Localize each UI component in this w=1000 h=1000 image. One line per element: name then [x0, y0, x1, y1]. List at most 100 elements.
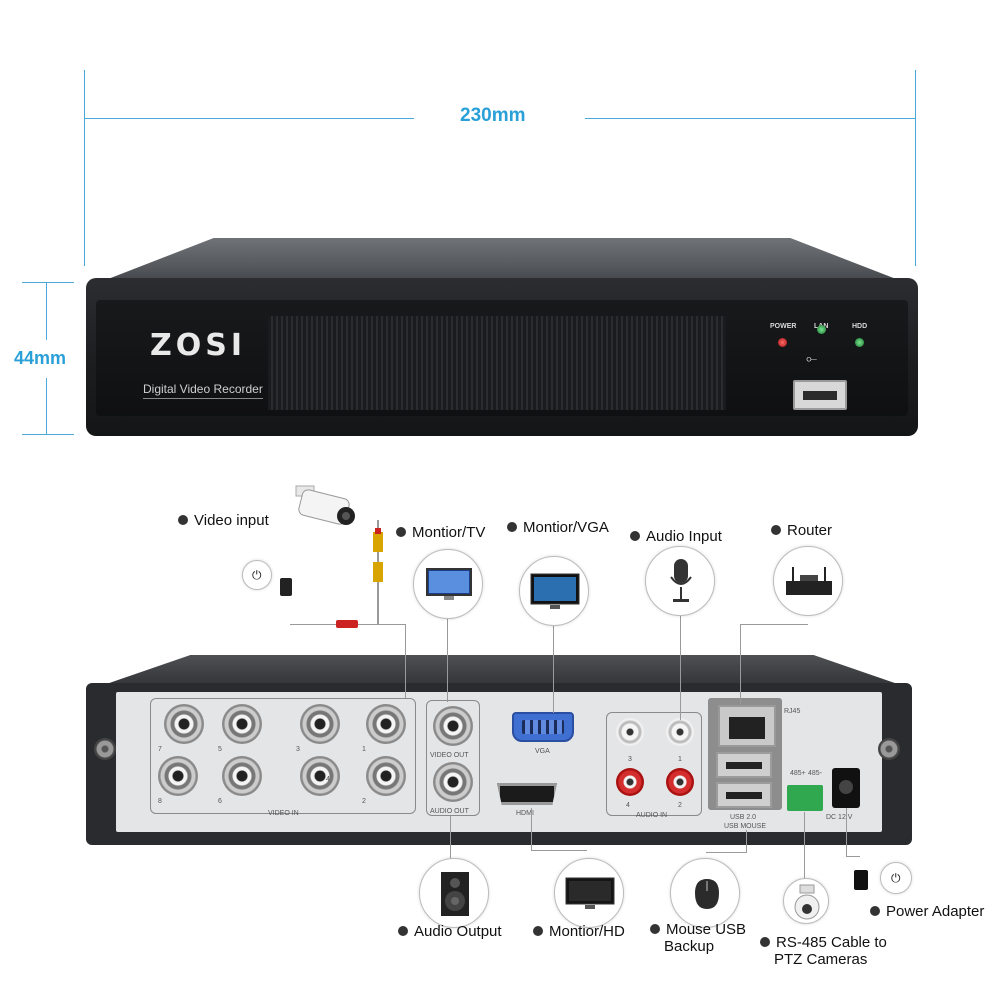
- screw-right-icon: [878, 738, 900, 760]
- audio-output-text: Audio Output: [414, 923, 502, 940]
- front-usb-port: [793, 380, 847, 410]
- audio-out-rca-port: [433, 762, 473, 802]
- monitor-tv-label: Montior/TV: [396, 524, 485, 541]
- bullet-dot: [178, 515, 188, 525]
- speaker-icon: [441, 872, 469, 916]
- dc-power-jack: [832, 768, 860, 808]
- bnc-port-1: [366, 704, 406, 744]
- audio-in-group: [606, 712, 702, 816]
- bullet-camera-icon: [290, 484, 360, 540]
- bnc-number-7: 7: [158, 746, 162, 753]
- router-bubble: [773, 546, 843, 616]
- dc-plug-icon: [854, 870, 868, 890]
- audio-in-port-2: [666, 768, 694, 796]
- monitor-vga-line: [553, 625, 554, 713]
- hdd-indicator-label: HDD: [852, 323, 868, 330]
- router-line-v: [740, 624, 741, 704]
- monitor-vga-label: Montior/VGA: [507, 519, 609, 536]
- bullet-dot: [771, 525, 781, 535]
- outlet-icon: ⏻: [252, 568, 262, 582]
- dvr-vent-grille: [268, 316, 726, 410]
- bnc-number-5: 5: [218, 746, 222, 753]
- bnc-number-8: 8: [158, 798, 162, 805]
- lan-led: [817, 325, 826, 334]
- width-dimension-left-tick: [84, 70, 85, 266]
- power-indicator-label: POWER: [770, 323, 797, 330]
- mouse-line-v: [746, 830, 747, 852]
- audio-in-port-4: [616, 768, 644, 796]
- zosi-logo: ZOSI: [150, 328, 247, 363]
- hdmi-label: HDMI: [516, 810, 534, 817]
- rca-cable-icon: [368, 528, 388, 588]
- bnc-number-6: 6: [218, 798, 222, 805]
- video-audio-out-group: [426, 700, 480, 816]
- rs485-terminal: [787, 785, 823, 811]
- audio-in-number-3: 3: [628, 756, 632, 763]
- router-text: Router: [787, 522, 833, 539]
- bullet-dot: [630, 531, 640, 541]
- hdmi-port: [497, 783, 557, 805]
- monitor-tv-text: Montior/TV: [412, 524, 486, 541]
- power-led: [778, 338, 787, 347]
- router-line-h: [740, 624, 808, 625]
- audio-output-label: Audio Output: [398, 923, 502, 940]
- audio-in-port-3: [616, 718, 644, 746]
- bnc-port-6: [222, 756, 262, 796]
- height-dimension-top-tick: [22, 282, 74, 283]
- power-outlet-bubble-1: ⏻: [242, 560, 272, 590]
- audio-input-text: Audio Input: [646, 528, 722, 545]
- bnc-number-4: 4: [326, 776, 330, 783]
- audio-in-label: AUDIO IN: [636, 812, 668, 819]
- dc-label: DC 12 V: [826, 814, 853, 821]
- power-line-v: [846, 808, 847, 856]
- power-adapter-label: Power Adapter: [870, 903, 984, 920]
- bullet-dot: [533, 926, 543, 936]
- rear-usb-port-2: [716, 782, 772, 808]
- bnc-port-2: [366, 756, 406, 796]
- height-dimension-line-bottom: [46, 378, 47, 434]
- wall-outlet-icon: ⏻: [891, 871, 901, 885]
- hd-monitor-icon: [565, 877, 615, 909]
- video-in-label: VIDEO IN: [268, 810, 299, 817]
- bullet-dot: [870, 906, 880, 916]
- bnc-port-5: [222, 704, 262, 744]
- hdd-led: [855, 338, 864, 347]
- rs485-minus-label: 485-: [808, 770, 823, 777]
- bnc-port-8: [158, 756, 198, 796]
- audio-output-bubble: [419, 858, 489, 928]
- monitor-tv-line: [447, 618, 448, 702]
- monitor-hd-label: Montior/HD: [533, 923, 625, 940]
- video-input-line-v: [405, 624, 406, 698]
- width-dimension-right-tick: [915, 70, 916, 266]
- power-adapter-text: Power Adapter: [886, 903, 985, 920]
- height-dimension-bottom-tick: [22, 434, 74, 435]
- hdmi-line-h: [531, 850, 587, 851]
- width-dimension-line-right: [585, 118, 915, 119]
- audio-in-number-4: 4: [626, 802, 630, 809]
- vga-port: [512, 712, 574, 742]
- tv-icon: [530, 573, 580, 609]
- ptz-camera-bubble: [783, 878, 829, 924]
- bnc-port-4: [300, 756, 340, 796]
- rs485-plus-label: 485+: [790, 770, 806, 777]
- width-dimension-line-left: [84, 118, 414, 119]
- rear-usb-port-1: [716, 752, 772, 778]
- usb-mouse-label: USB MOUSE: [724, 823, 767, 830]
- rs485-text: RS-485 Cable to: [776, 934, 887, 951]
- ptz-cameras-text: PTZ Cameras: [774, 951, 868, 968]
- mouse-icon: [695, 879, 719, 909]
- microphone-icon: [670, 559, 692, 602]
- usb-2-label: USB 2.0: [730, 814, 757, 821]
- height-dimension-label: 44mm: [14, 348, 67, 368]
- bnc-number-3: 3: [296, 746, 300, 753]
- monitor-vga-bubble: [519, 556, 589, 626]
- bullet-dot: [650, 924, 660, 934]
- usb-icon: ⟜: [806, 350, 818, 366]
- bullet-dot: [396, 527, 406, 537]
- screw-left-icon: [94, 738, 116, 760]
- video-out-label: VIDEO OUT: [430, 752, 469, 759]
- rs485-line: [804, 812, 805, 882]
- video-input-label: Video input: [178, 512, 269, 529]
- mouse-usb-text: Mouse USB: [666, 921, 747, 938]
